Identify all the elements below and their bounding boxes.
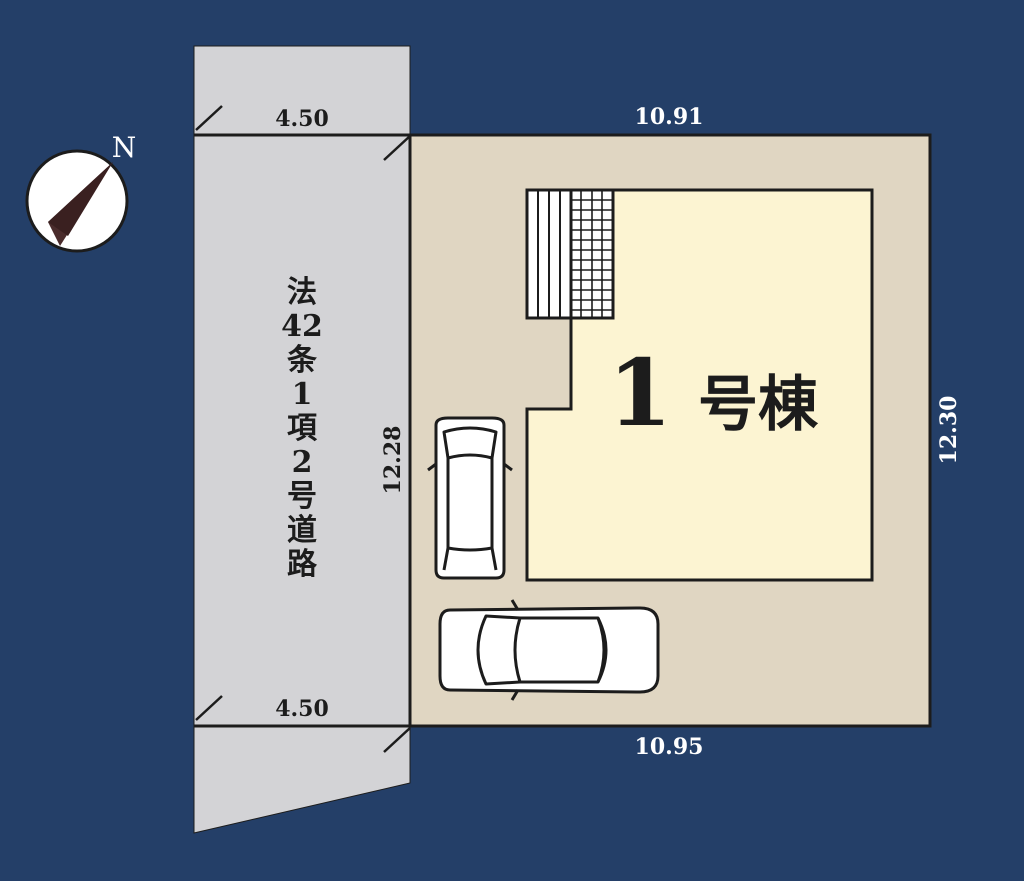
lot-bottom-length: 10.95 (635, 734, 704, 760)
road-label-char: 道 (287, 513, 317, 548)
building-suffix: 号棟 (698, 370, 819, 440)
road-label-char: 法 (287, 275, 317, 310)
north-compass-icon (25, 149, 129, 253)
parking-car-horizontal (438, 599, 660, 701)
road-label-char: 項 (287, 411, 318, 446)
road-label-char: 号 (287, 479, 317, 514)
lot-left-length: 12.28 (380, 426, 406, 495)
lot-top-length: 10.91 (635, 104, 704, 130)
road-label-char: 1 (292, 377, 313, 412)
lot-right-length: 12.30 (936, 396, 962, 465)
road-area (193, 45, 411, 834)
road-label-char: 路 (287, 547, 318, 582)
road-label-char: 条 (287, 343, 317, 378)
entrance-porch (525, 188, 573, 320)
building-number: 1 (608, 339, 672, 447)
entrance-grid (569, 188, 615, 320)
road-label-char: 2 (292, 445, 313, 480)
compass-north-label: N (112, 131, 137, 164)
parking-car-vertical (427, 416, 513, 580)
road-width-top: 4.50 (275, 106, 329, 132)
road-width-bottom: 4.50 (275, 696, 329, 722)
road-label: 法 42 条 1 項 2 号 道 路 (281, 275, 323, 582)
road-label-char: 42 (281, 309, 323, 344)
dimension-lines (194, 105, 411, 753)
